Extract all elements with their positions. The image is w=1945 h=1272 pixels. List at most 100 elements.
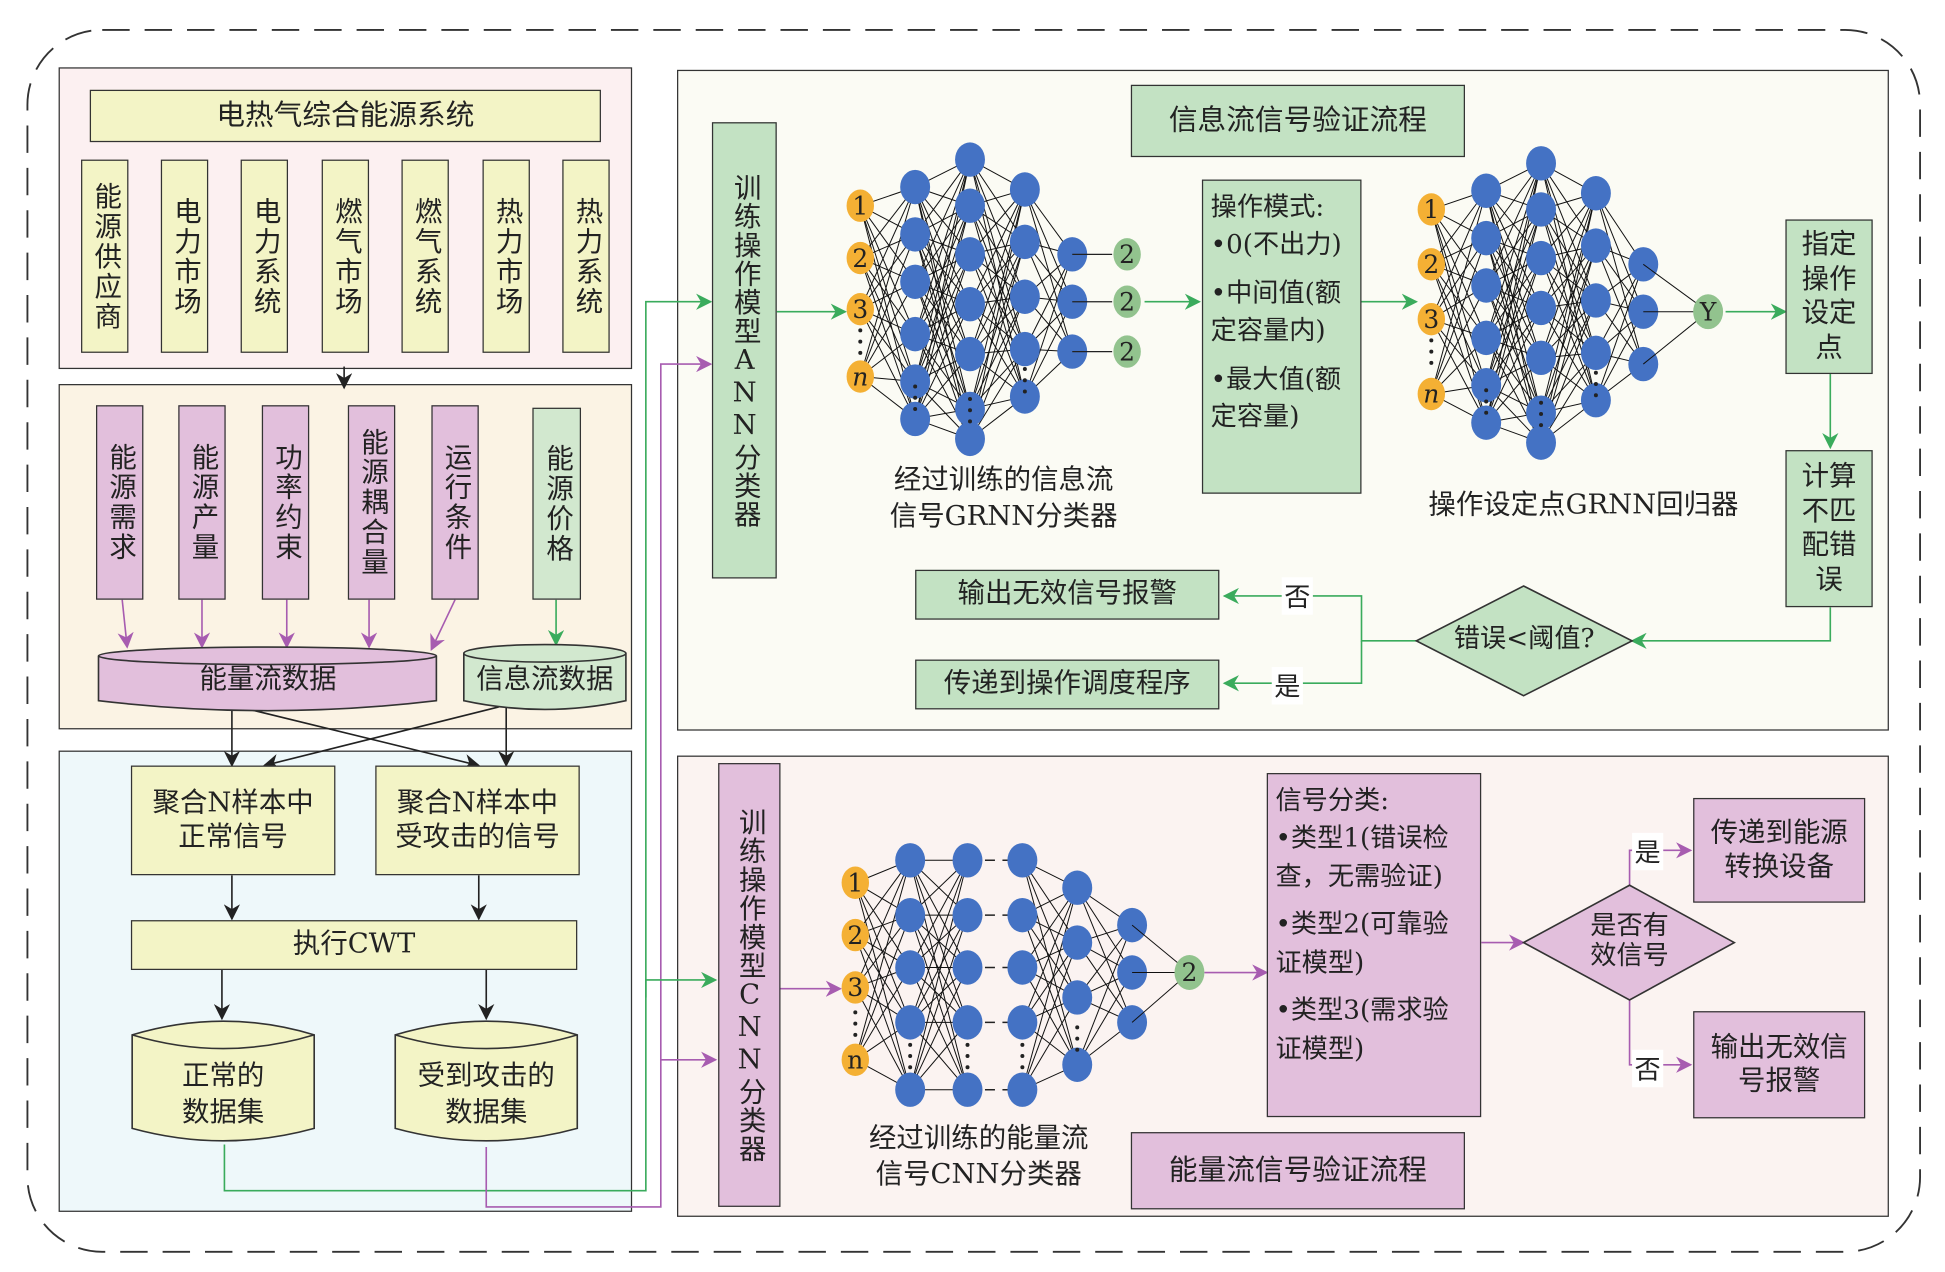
system-component-box: 燃气系统 [401, 159, 449, 353]
hidden-node [900, 169, 931, 205]
hidden-node [955, 237, 985, 272]
input-node [841, 1043, 870, 1076]
input-node-label: 3 [852, 295, 868, 324]
input-node [846, 292, 875, 326]
hidden-node [1471, 268, 1502, 303]
input-node [1417, 193, 1446, 226]
cnn-output-label: 2 [1182, 958, 1198, 987]
regressor-output-node [1693, 294, 1724, 330]
conv-node [1007, 897, 1038, 933]
hidden-node [1580, 335, 1611, 371]
output-node-label: 2 [1119, 337, 1135, 366]
valid-signal-decision-diamond [1521, 884, 1736, 1001]
invalid-alarm-box: 输出无效信号报警 [915, 569, 1220, 620]
system-component-box: 热力系统 [562, 159, 610, 353]
conv-node [895, 843, 926, 878]
conv-node [895, 897, 926, 933]
input-node-label: 1 [1423, 195, 1439, 224]
hidden-node [1471, 368, 1502, 403]
energy-db-label: 能量流数据 [199, 664, 337, 696]
info-db-label: 信息流数据 [476, 664, 614, 696]
input-node [841, 866, 870, 899]
valid-signal-label: 是否有 效信号 [1590, 910, 1669, 971]
dispatch-box: 传递到操作调度程序 [915, 659, 1220, 710]
no-label: 否 [1632, 1049, 1664, 1088]
hidden-node [955, 421, 985, 457]
system-component-box: 电力系统 [240, 159, 289, 353]
input-node-label: n [1423, 380, 1439, 409]
setpoint-box: 指定操作设定点 [1785, 219, 1873, 375]
output-node [1113, 285, 1141, 318]
energy-price-box: 能源价格 [532, 407, 582, 600]
hidden-node [1471, 405, 1502, 440]
cnn-trainer-label: 训练操作模型CNN分类器 [734, 807, 766, 1163]
hidden-node [1580, 283, 1611, 318]
signal-classes-box: 信号分类: •类型1(错误检 查，无需验证) •类型2(可靠验 证模型) •类型… [1266, 773, 1482, 1118]
hidden-node [1580, 228, 1611, 263]
normal-dataset-label: 正常的 数据集 [182, 1061, 265, 1128]
classes-title: 信号分类: [1275, 785, 1390, 816]
conv-node [952, 1005, 983, 1040]
cnn-classifier-caption: 经过训练的能量流 信号CNN分类器 [869, 1123, 1089, 1191]
energy-input-box: 功率约束 [261, 405, 310, 600]
info-flow-title: 信息流信号验证流程 [1130, 84, 1465, 158]
output-node-label: 2 [1119, 240, 1135, 269]
hidden-node [1628, 247, 1659, 282]
conv-node [895, 1072, 926, 1107]
input-node-label: 2 [852, 244, 868, 273]
energy-input-box: 能源耦合量 [347, 405, 396, 600]
ann-trainer-box: 训练操作模型ANN分类器 [711, 122, 777, 579]
input-node [1417, 377, 1446, 411]
threshold-decision-label: 错误<阈值? [1453, 623, 1595, 654]
normal-dataset-shape [131, 1020, 316, 1142]
mode-item: •最大值(额 定容量) [1210, 363, 1342, 432]
input-node [1417, 248, 1446, 281]
hidden-node [1580, 176, 1611, 211]
hidden-node [900, 316, 931, 352]
outer-dashed-border [26, 28, 1922, 1253]
grnn-regressor-caption: 操作设定点GRNN回归器 [1428, 489, 1739, 522]
threshold-decision-diamond [1414, 585, 1634, 697]
conv-node [1007, 1072, 1038, 1107]
system-component-box: 电力市场 [160, 159, 209, 353]
energy-flow-title: 能量流信号验证流程 [1130, 1132, 1465, 1210]
input-node [846, 241, 875, 275]
input-node-label: 2 [847, 921, 863, 950]
conv-node [952, 843, 983, 878]
hidden-node [1526, 340, 1557, 376]
hidden-node [1526, 146, 1557, 181]
yes-label: 是 [1632, 832, 1664, 871]
hidden-node [955, 188, 985, 223]
conv-node [952, 1072, 983, 1107]
input-node-label: 1 [847, 868, 863, 897]
input-node-label: n [847, 1046, 863, 1075]
hidden-node [900, 401, 931, 437]
hidden-node [1471, 320, 1502, 356]
output-node-label: 2 [1119, 287, 1135, 316]
hidden-node [1009, 379, 1040, 414]
hidden-node [1526, 425, 1557, 460]
input-node-label: 3 [1423, 305, 1439, 334]
hidden-node [1580, 383, 1611, 418]
system-title-box: 电热气综合能源系统 [89, 89, 601, 143]
hidden-node [1009, 279, 1040, 314]
energy-input-box: 能源产量 [178, 405, 226, 600]
class-item: •类型3(需求验 证模型) [1275, 995, 1449, 1064]
attack-dataset-shape [394, 1020, 579, 1142]
conv-node [952, 897, 983, 933]
class-item: •类型2(可靠验 证模型) [1275, 909, 1449, 978]
input-node-label: n [852, 362, 868, 391]
dense-node [1062, 870, 1093, 905]
hidden-node [955, 336, 985, 372]
operation-modes-box: 操作模式: •0(不出力) •中间值(额 定容量内) •最大值(额 定容量) [1201, 179, 1362, 494]
dense-node [1062, 980, 1093, 1015]
cnn-output-node [1174, 955, 1205, 990]
info-db-cylinder [462, 643, 627, 711]
hidden-node [1628, 294, 1659, 329]
conv-node [895, 950, 926, 985]
ann-trainer-label: 训练操作模型ANN分类器 [729, 172, 761, 529]
dense-node [1062, 925, 1093, 960]
